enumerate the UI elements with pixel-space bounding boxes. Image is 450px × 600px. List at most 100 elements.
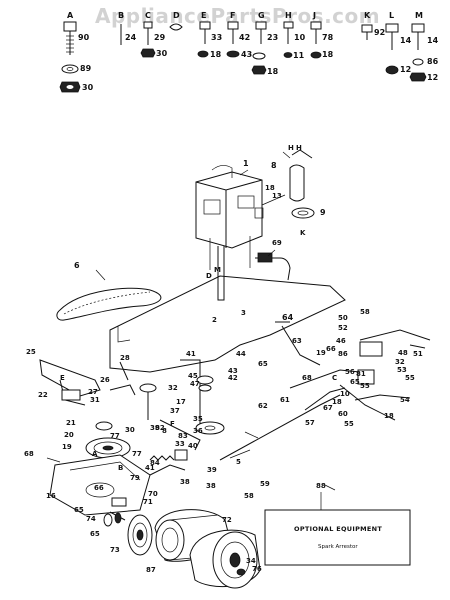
legend-letter-d: D [173, 11, 180, 20]
bolt-e-icon [197, 21, 211, 58]
callout-22: 22 [38, 391, 48, 399]
callout-61: 61 [280, 396, 290, 404]
legend-num-12: 12 [400, 65, 411, 74]
assembly-drawing [39, 149, 431, 589]
callout-52: 52 [338, 324, 348, 332]
callout-65d: 65 [90, 530, 100, 538]
legend-num-14: 14 [400, 36, 412, 45]
chassis-frame [109, 275, 346, 373]
legend-num-33: 33 [211, 33, 222, 42]
legend-num-10: 10 [294, 33, 306, 42]
callout-53: 53 [397, 366, 407, 374]
callout-44: 44 [236, 350, 246, 358]
legend-num-12b: 12 [427, 73, 438, 82]
callout-84: 84 [150, 459, 160, 467]
callout-64: 64 [282, 313, 294, 322]
legend-letter-l: L [389, 11, 394, 20]
callout-18d: 18 [384, 412, 394, 420]
callout-2: 2 [212, 316, 217, 324]
pedal-bracket [39, 359, 136, 406]
legend-num-78: 78 [322, 33, 334, 42]
legend-num-42: 42 [239, 33, 250, 42]
callout-17: 17 [176, 398, 186, 406]
legend-num-30: 30 [82, 83, 94, 92]
legend-num-24: 24 [125, 33, 137, 42]
callout-19: 19 [316, 349, 326, 357]
callout-c: C [332, 374, 337, 382]
callout-6: 6 [74, 261, 80, 270]
callout-55: 55 [405, 374, 415, 382]
callout-73: 73 [110, 546, 120, 554]
tension-spring [149, 449, 188, 461]
brake-rod [219, 394, 341, 461]
callout-42: 42 [228, 374, 238, 382]
callout-38: 38 [180, 478, 190, 486]
shift-lever [275, 321, 321, 366]
callout-10: 10 [340, 390, 350, 398]
callout-32: 32 [168, 384, 178, 392]
legend-num-14b: 14 [427, 36, 439, 45]
legend-letter-f: F [230, 11, 235, 20]
callout-60: 60 [338, 410, 348, 418]
washer-89-icon [61, 64, 79, 74]
callout-32b: 32 [395, 358, 405, 366]
callout-27: 27 [88, 388, 98, 396]
hub-cap [236, 568, 246, 576]
callout-55c: 55 [344, 420, 354, 428]
nut-30-icon [59, 81, 81, 93]
callout-67: 67 [323, 404, 333, 412]
legend-num-90: 90 [78, 33, 90, 42]
legend-num-89: 89 [80, 64, 92, 73]
callout-41b: 41 [145, 464, 155, 472]
bolt-g-icon [251, 21, 267, 75]
legend-letter-e: E [201, 11, 206, 20]
linkage-rods [289, 329, 431, 421]
callout-59: 59 [260, 480, 270, 488]
engine-block [195, 165, 264, 301]
callout-56: 56 [345, 368, 355, 376]
callout-77: 77 [110, 432, 120, 440]
legend-letter-h: H [285, 11, 292, 20]
callout-k: K [300, 229, 306, 237]
callout-63: 63 [292, 337, 302, 345]
legend-letter-j: J [312, 11, 316, 20]
legend-num-11: 11 [293, 51, 305, 60]
callout-18: 18 [265, 184, 275, 192]
callout-16: 16 [46, 492, 56, 500]
callout-45: 45 [188, 372, 198, 380]
legend-num-29: 29 [154, 33, 166, 42]
callout-69: 69 [272, 239, 282, 247]
legend-letter-c: C [145, 11, 151, 20]
callout-33: 33 [175, 440, 185, 448]
callout-a: A [92, 450, 98, 458]
callout-88: 88 [316, 482, 326, 490]
callout-26: 26 [100, 376, 110, 384]
callout-47: 47 [190, 380, 200, 388]
bolt-l-icon [385, 23, 399, 75]
callout-h-2: H [296, 144, 302, 152]
bolt-k-icon [361, 24, 373, 40]
bolt-h-icon [283, 21, 294, 58]
callout-21: 21 [66, 419, 76, 427]
callout-m: M [214, 266, 221, 274]
callout-e: E [60, 374, 65, 382]
nut-c30-icon [140, 48, 156, 58]
callout-9: 9 [320, 208, 326, 217]
legend-letter-g: G [258, 11, 265, 20]
transaxle [49, 454, 186, 516]
callout-81: 81 [356, 370, 366, 378]
callout-65c: 65 [74, 506, 84, 514]
callout-43: 43 [228, 367, 238, 375]
callout-25: 25 [26, 348, 36, 356]
callout-76: 76 [252, 565, 262, 573]
legend-num-23: 23 [267, 33, 278, 42]
legend-num-43: 43 [241, 50, 252, 59]
callout-31: 31 [90, 396, 100, 404]
callout-74: 74 [86, 515, 96, 523]
callout-58b: 58 [244, 492, 254, 500]
legend-num-30b: 30 [156, 49, 168, 58]
drive-belt [56, 287, 162, 321]
callout-18e: 18 [332, 398, 342, 406]
callout-68: 68 [302, 374, 312, 382]
callout-65b: 65 [350, 378, 360, 386]
